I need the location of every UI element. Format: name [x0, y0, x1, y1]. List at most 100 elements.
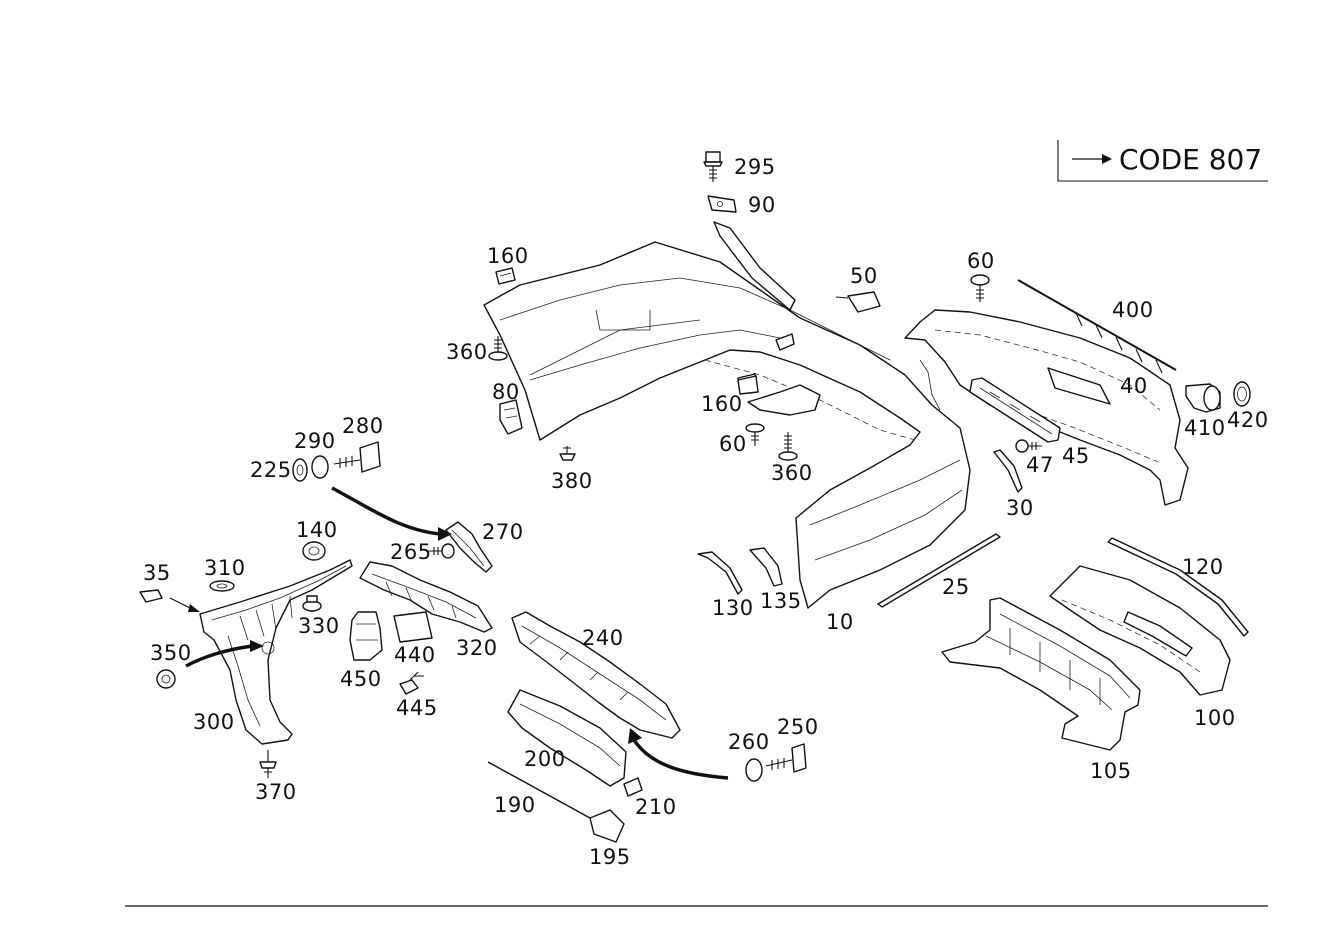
label-225: 225 [250, 458, 292, 482]
clip-50-part [835, 291, 881, 313]
label-250: 250 [777, 715, 819, 739]
strip-120-part [1107, 537, 1249, 637]
label-420: 420 [1227, 408, 1269, 432]
tray-200-part [507, 689, 627, 787]
screw-265-icon [428, 543, 455, 559]
label-190: 190 [494, 793, 536, 817]
label-10: 10 [826, 610, 854, 634]
nut-140-part [302, 541, 326, 561]
washer-260-part [745, 758, 763, 782]
label-35: 35 [143, 561, 171, 585]
rod-190-part [487, 761, 591, 819]
assembly-arrow-upper [331, 486, 452, 541]
label-25: 25 [942, 575, 970, 599]
label-265: 265 [390, 540, 432, 564]
legend-code-text: CODE 807 [1119, 143, 1262, 176]
label-380: 380 [551, 469, 593, 493]
clip-160-center-icon [737, 375, 759, 395]
trim-135-part [749, 547, 783, 587]
label-350: 350 [150, 641, 192, 665]
sensor-410-part [1185, 383, 1221, 413]
label-240: 240 [582, 626, 624, 650]
label-370: 370 [255, 780, 297, 804]
label-135: 135 [760, 589, 802, 613]
label-360-center: 360 [771, 461, 813, 485]
carrier-105-part [941, 597, 1141, 751]
label-320: 320 [456, 636, 498, 660]
label-50: 50 [850, 264, 878, 288]
label-195: 195 [589, 845, 631, 869]
label-60-center: 60 [719, 432, 747, 456]
legend-frame [1057, 140, 1268, 182]
ring-420-part [1233, 381, 1251, 407]
label-445: 445 [396, 696, 438, 720]
label-90: 90 [748, 193, 776, 217]
strip-30-part [993, 449, 1023, 493]
label-160: 160 [487, 244, 529, 268]
label-45: 45 [1062, 444, 1090, 468]
label-280: 280 [342, 414, 384, 438]
washer-310-part [209, 580, 235, 592]
nut-225-part [292, 458, 308, 482]
bracket-270-part [445, 521, 493, 573]
label-410: 410 [1184, 416, 1226, 440]
clip-445-icon [399, 671, 424, 695]
pad-440-part [393, 611, 433, 643]
clip-330-part [302, 595, 322, 612]
bolt-280-part [333, 441, 381, 473]
label-30: 30 [1006, 496, 1034, 520]
part-labels: 295 90 160 50 60 400 360 80 160 40 410 4… [143, 155, 1269, 869]
assembly-arrow-lower [628, 728, 729, 780]
label-130: 130 [712, 596, 754, 620]
screw-295-icon [703, 151, 723, 182]
screw-380-icon [559, 446, 576, 461]
bracket-80-part [499, 399, 523, 435]
bumper-cover-part [483, 241, 971, 609]
label-295: 295 [734, 155, 776, 179]
screw-360-left-icon [488, 336, 508, 361]
clip-210-part [623, 777, 643, 797]
label-160-center: 160 [701, 392, 743, 416]
label-140: 140 [296, 518, 338, 542]
bolt-250-part [765, 743, 807, 773]
label-80: 80 [492, 380, 520, 404]
label-47: 47 [1026, 453, 1054, 477]
bracket-450-part [349, 611, 383, 661]
trim-130-part [697, 551, 743, 595]
washer-290-part [311, 455, 329, 479]
label-210: 210 [635, 795, 677, 819]
strip-400-part [1017, 279, 1177, 374]
code-legend: CODE 807 [1057, 140, 1268, 182]
label-200: 200 [524, 747, 566, 771]
label-360: 360 [446, 340, 488, 364]
label-330: 330 [298, 614, 340, 638]
label-105: 105 [1090, 759, 1132, 783]
bracket-45-part [969, 377, 1061, 443]
bracket-320-part [359, 561, 493, 633]
label-450: 450 [340, 667, 382, 691]
legend-arrow-icon [1102, 154, 1112, 164]
label-400: 400 [1112, 298, 1154, 322]
strip-90-part [707, 195, 796, 311]
clip-195-part [589, 809, 625, 843]
label-60: 60 [967, 249, 995, 273]
label-300: 300 [193, 710, 235, 734]
label-100: 100 [1194, 706, 1236, 730]
screw-360-center-icon [778, 432, 798, 461]
screw-370-icon [259, 750, 277, 778]
clip-160-top-icon [495, 267, 516, 285]
screw-60-center-icon [745, 423, 765, 446]
beam-240-part [511, 611, 681, 739]
screw-47-icon [1015, 439, 1042, 453]
label-270: 270 [482, 520, 524, 544]
label-290: 290 [294, 429, 336, 453]
label-310: 310 [204, 556, 246, 580]
screw-60-right-icon [970, 274, 990, 302]
label-260: 260 [728, 730, 770, 754]
label-440: 440 [394, 643, 436, 667]
label-40: 40 [1120, 374, 1148, 398]
clip-35-part [139, 589, 200, 612]
strip-25-part [877, 533, 1001, 608]
label-120: 120 [1182, 555, 1224, 579]
